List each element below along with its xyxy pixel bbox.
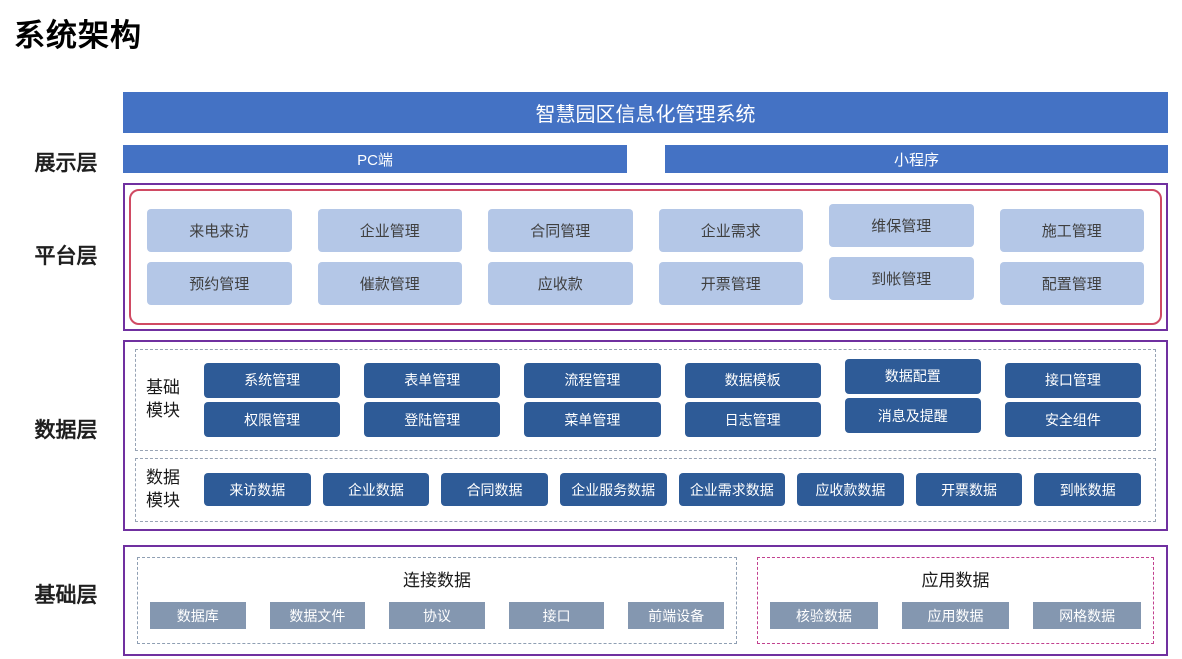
- base-module-box: 菜单管理: [524, 402, 661, 438]
- base-module-box: 日志管理: [684, 402, 821, 438]
- platform-layer-inner-frame: 来电来访 企业管理 合同管理 企业需求 维保管理 施工管理 预约管理 催款管理 …: [129, 189, 1162, 325]
- connection-data-box: 数据库: [150, 602, 246, 629]
- data-module-label-line1: 数据: [146, 467, 180, 487]
- base-module-label-line2: 模块: [146, 400, 180, 420]
- display-item-miniprogram: 小程序: [665, 145, 1168, 173]
- platform-box: 应收款: [488, 262, 633, 305]
- connection-data-box: 数据文件: [269, 602, 366, 629]
- data-module-row: 来访数据 企业数据 合同数据 企业服务数据 企业需求数据 应收款数据 开票数据 …: [204, 467, 1141, 513]
- application-data-title: 应用数据: [921, 571, 990, 590]
- application-data-box: 应用数据: [901, 602, 1010, 629]
- base-module-box: 流程管理: [524, 362, 661, 398]
- base-module-row-1: 系统管理 表单管理 流程管理 数据模板 数据配置 接口管理: [204, 358, 1142, 398]
- base-module-box: 系统管理: [204, 362, 341, 398]
- data-module-box: 来访数据: [204, 473, 311, 507]
- data-module-box: 企业服务数据: [559, 473, 667, 507]
- base-module-box: 安全组件: [1004, 402, 1142, 438]
- platform-box: 催款管理: [317, 262, 462, 305]
- platform-row-2: 预约管理 催款管理 应收款 开票管理 到帐管理 配置管理: [147, 257, 1144, 305]
- base-module-box: 表单管理: [364, 362, 501, 398]
- data-module-box: 开票数据: [915, 473, 1023, 507]
- platform-box: 合同管理: [488, 209, 633, 252]
- platform-box: 预约管理: [147, 262, 292, 305]
- data-module-label-line2: 模块: [146, 490, 180, 510]
- base-module-rows: 系统管理 表单管理 流程管理 数据模板 数据配置 接口管理 权限管理 登陆管理 …: [204, 358, 1142, 442]
- platform-box: 施工管理: [999, 209, 1144, 252]
- data-module-group: 数据 模块 来访数据 企业数据 合同数据 企业服务数据 企业需求数据 应收款数据…: [135, 457, 1156, 522]
- data-module-box: 到帐数据: [1034, 473, 1141, 507]
- connection-data-group: 连接数据 数据库 数据文件 协议 接口 前端设备: [137, 557, 737, 644]
- base-module-box: 数据模板: [684, 362, 821, 398]
- base-module-label-line1: 基础: [146, 377, 180, 397]
- system-title-banner: 智慧园区信息化管理系统: [123, 92, 1168, 133]
- platform-box: 维保管理: [829, 204, 974, 247]
- platform-box: 开票管理: [658, 262, 803, 305]
- base-module-row-2: 权限管理 登陆管理 菜单管理 日志管理 消息及提醒 安全组件: [204, 398, 1142, 438]
- data-module-rows: 来访数据 企业数据 合同数据 企业服务数据 企业需求数据 应收款数据 开票数据 …: [204, 467, 1141, 513]
- base-module-group: 基础 模块 系统管理 表单管理 流程管理 数据模板 数据配置 接口管理 权限管理…: [135, 349, 1156, 451]
- layer-label-platform: 平台层: [34, 245, 98, 268]
- connection-data-box: 前端设备: [628, 602, 724, 629]
- connection-data-row: 数据库 数据文件 协议 接口 前端设备: [138, 591, 736, 629]
- data-module-box: 应收款数据: [797, 473, 904, 507]
- platform-layer-container: 来电来访 企业管理 合同管理 企业需求 维保管理 施工管理 预约管理 催款管理 …: [123, 183, 1168, 331]
- application-data-row: 核验数据 应用数据 网格数据: [758, 591, 1153, 629]
- data-layer-container: 基础 模块 系统管理 表单管理 流程管理 数据模板 数据配置 接口管理 权限管理…: [123, 340, 1168, 531]
- connection-data-title: 连接数据: [403, 571, 471, 590]
- base-module-box: 登陆管理: [364, 402, 501, 438]
- base-module-label: 基础 模块: [146, 358, 204, 442]
- base-module-box: 接口管理: [1004, 362, 1142, 398]
- application-data-box: 核验数据: [770, 602, 878, 629]
- display-item-pc: PC端: [123, 145, 627, 173]
- base-module-box: 数据配置: [844, 358, 981, 394]
- connection-data-box: 接口: [508, 602, 605, 629]
- application-data-group: 应用数据 核验数据 应用数据 网格数据: [757, 557, 1154, 644]
- base-layer-container: 连接数据 数据库 数据文件 协议 接口 前端设备 应用数据 核验数据 应用数据 …: [123, 545, 1168, 656]
- data-module-box: 企业数据: [322, 473, 430, 507]
- platform-box: 配置管理: [999, 262, 1144, 305]
- data-module-label: 数据 模块: [146, 467, 204, 513]
- page-title: 系统架构: [14, 18, 142, 53]
- platform-row-1: 来电来访 企业管理 合同管理 企业需求 维保管理 施工管理: [147, 204, 1144, 252]
- base-module-box: 消息及提醒: [844, 398, 981, 434]
- data-module-box: 企业需求数据: [678, 473, 786, 507]
- platform-box: 到帐管理: [829, 257, 974, 300]
- base-module-box: 权限管理: [204, 402, 341, 438]
- platform-box: 企业管理: [317, 209, 462, 252]
- platform-box: 企业需求: [658, 209, 803, 252]
- application-data-box: 网格数据: [1033, 602, 1142, 629]
- data-module-box: 合同数据: [441, 473, 548, 507]
- layer-label-display: 展示层: [34, 152, 98, 175]
- layer-label-base: 基础层: [34, 584, 98, 607]
- layer-label-data: 数据层: [34, 419, 98, 442]
- platform-box: 来电来访: [147, 209, 292, 252]
- connection-data-box: 协议: [389, 602, 485, 629]
